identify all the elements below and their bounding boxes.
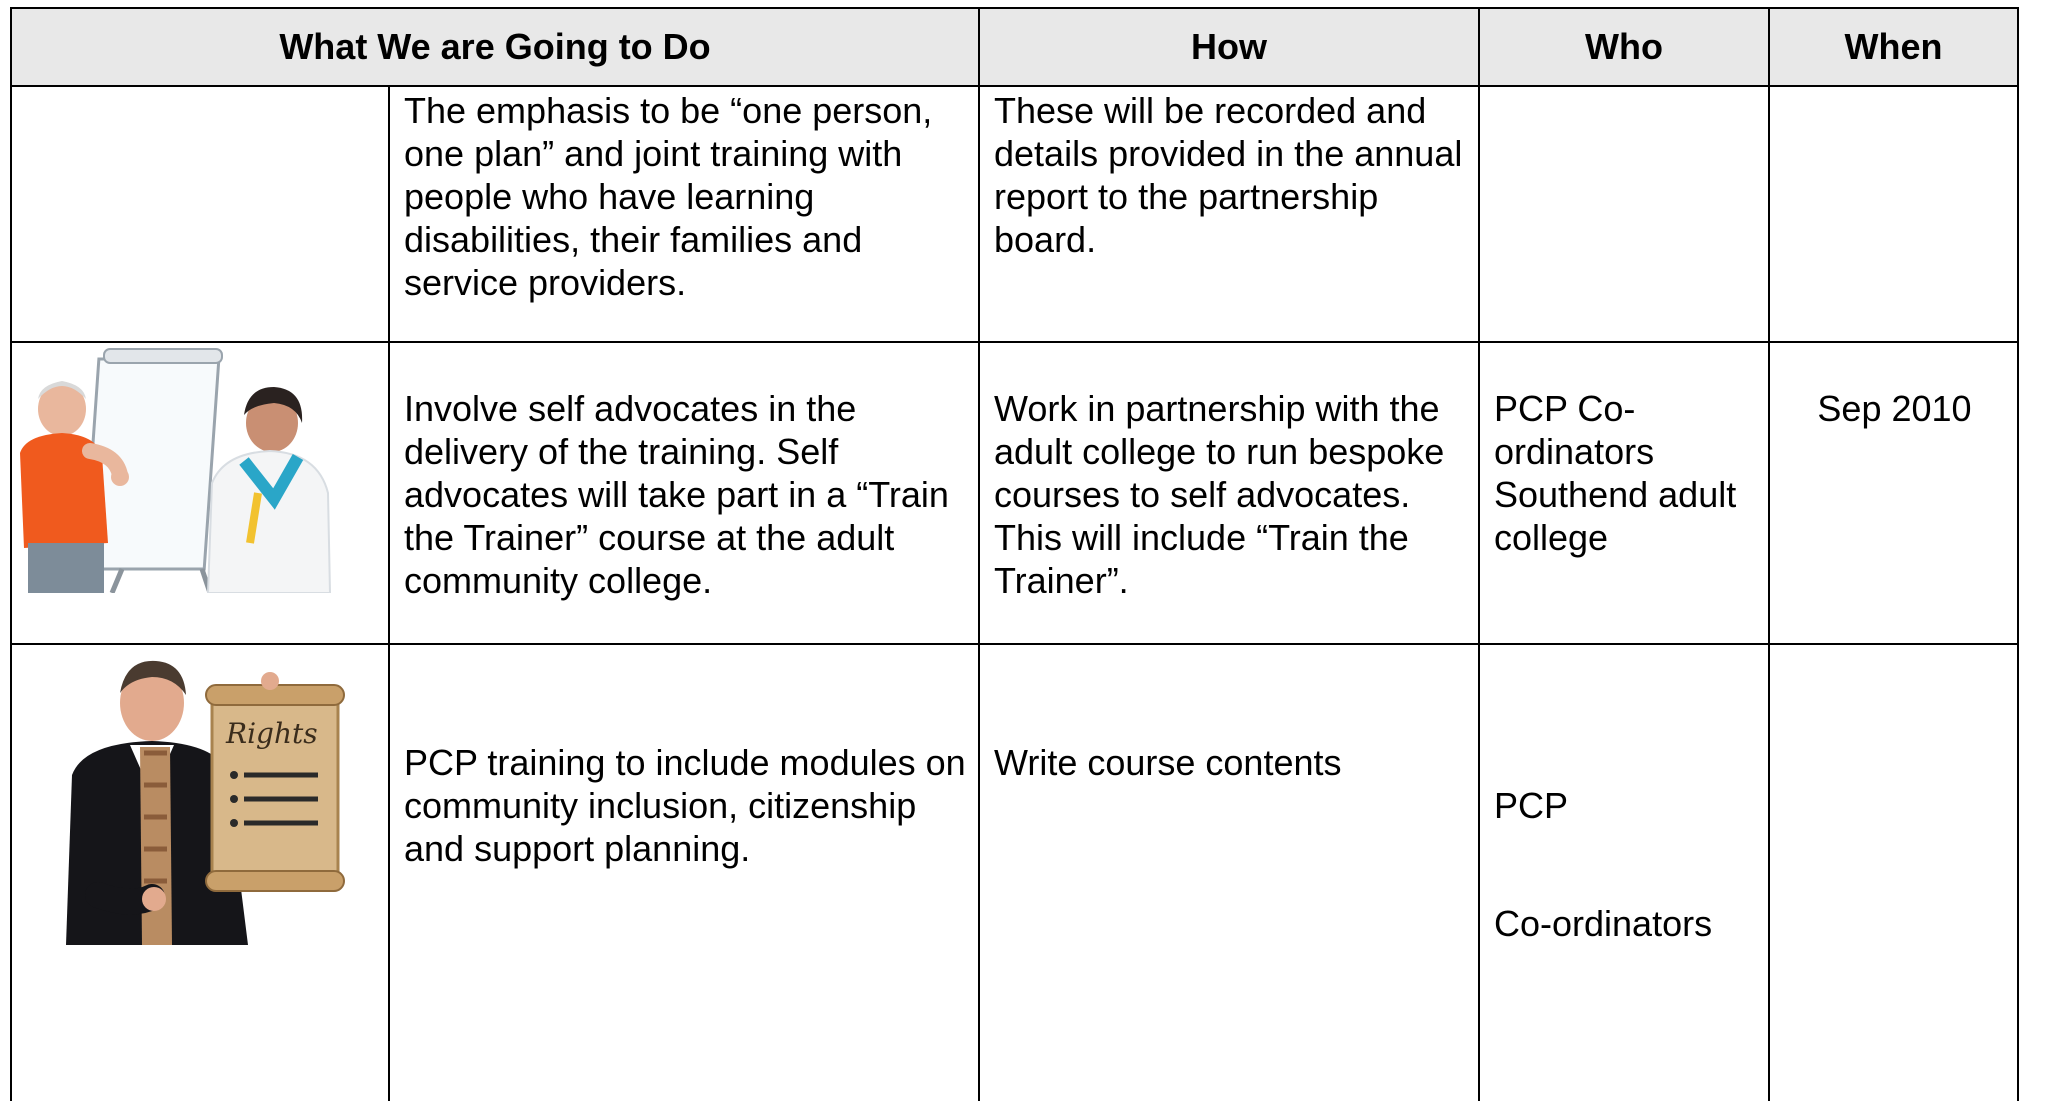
flipchart-picture [12,343,388,593]
how-cell: Work in partnership with the adult colle… [978,341,1480,645]
what-cell: The emphasis to be “one person, one plan… [388,85,980,343]
flipchart-image [20,348,332,593]
rights-picture: Rights [12,645,388,965]
rights-image: Rights [66,660,345,945]
table-row: The emphasis to be “one person, one plan… [10,85,2019,343]
how-text: Work in partnership with the adult colle… [994,388,1445,601]
who-text: PCP Co-ordinators Southend adult college [1494,388,1737,558]
table-row: Rights PCP training to include modules o… [10,643,2019,1101]
when-text [1770,645,2017,741]
what-cell: PCP training to include modules on commu… [388,643,980,1101]
image-cell [10,85,390,343]
how-text: Write course contents [994,742,1342,783]
header-row: What We are Going to Do How Who When [10,7,2019,87]
what-text: The emphasis to be “one person, one plan… [404,90,933,303]
who-cell: PCP Co-ordinators [1478,643,1770,1101]
when-text [1770,87,2017,89]
how-cell: These will be recorded and details provi… [978,85,1480,343]
who-line-1: PCP [1494,785,1569,826]
who-cell [1478,85,1770,343]
when-cell [1768,643,2019,1101]
header-when: When [1768,7,2019,87]
what-cell: Involve self advocates in the delivery o… [388,341,980,645]
action-plan-table: What We are Going to Do How Who When The… [10,7,2019,1101]
how-cell: Write course contents [978,643,1480,1101]
header-what: What We are Going to Do [10,7,980,87]
who-cell: PCP Co-ordinators Southend adult college [1478,341,1770,645]
when-cell: Sep 2010 [1768,341,2019,645]
image-cell: Rights [10,643,390,1101]
who-text: PCP Co-ordinators [1480,645,1768,988]
scroll-label: Rights [225,717,318,750]
table-row: Involve self advocates in the delivery o… [10,341,2019,645]
who-text [1480,87,1768,89]
image-cell [10,341,390,645]
who-line-2: Co-ordinators [1494,903,1713,944]
how-text: These will be recorded and details provi… [994,90,1463,260]
header-how: How [978,7,1480,87]
when-text: Sep 2010 [1817,388,1972,429]
when-cell [1768,85,2019,343]
header-who: Who [1478,7,1770,87]
what-text: PCP training to include modules on commu… [404,742,966,869]
what-text: Involve self advocates in the delivery o… [404,388,949,601]
